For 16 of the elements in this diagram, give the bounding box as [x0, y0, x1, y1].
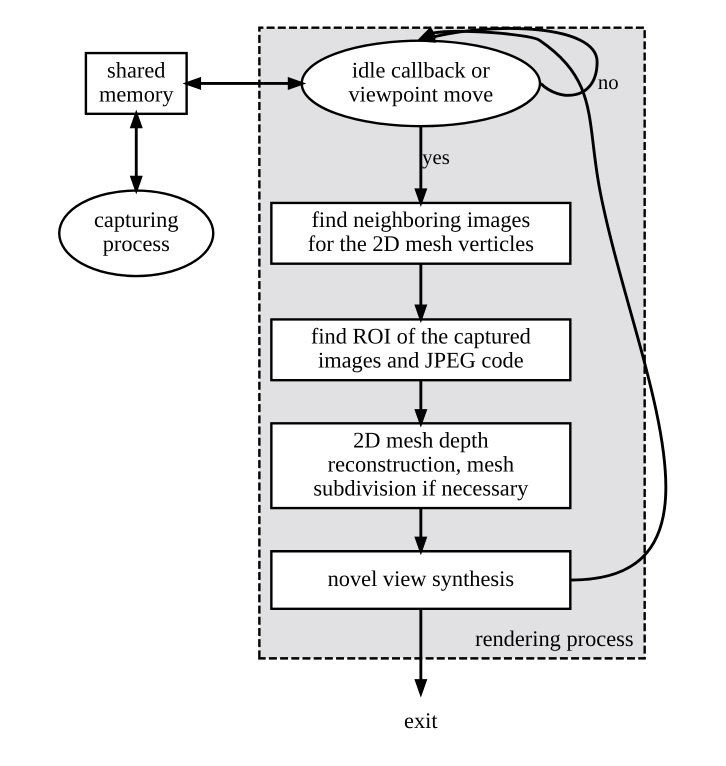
node-text: exit — [404, 708, 438, 734]
arrow — [414, 126, 428, 207]
node-ellipse: idle callback or viewpoint move — [300, 39, 542, 128]
arrow — [414, 508, 428, 556]
node-box: 2D mesh depth reconstruction, mesh subdivision if necessary — [270, 422, 572, 510]
node-box: shared memory — [84, 52, 188, 116]
node-box: novel view synthesis — [270, 550, 572, 610]
node-box: find ROI of the captured images and JPEG code — [270, 318, 572, 382]
edge-label: no — [598, 70, 619, 94]
arrow — [182, 76, 306, 90]
arrow — [414, 609, 428, 698]
node-box: find neighboring images for the 2D mesh verticles — [270, 202, 572, 265]
arrow — [414, 380, 428, 428]
node-ellipse: capturing process — [58, 189, 214, 278]
arrow — [414, 264, 428, 324]
arrow — [130, 110, 143, 194]
